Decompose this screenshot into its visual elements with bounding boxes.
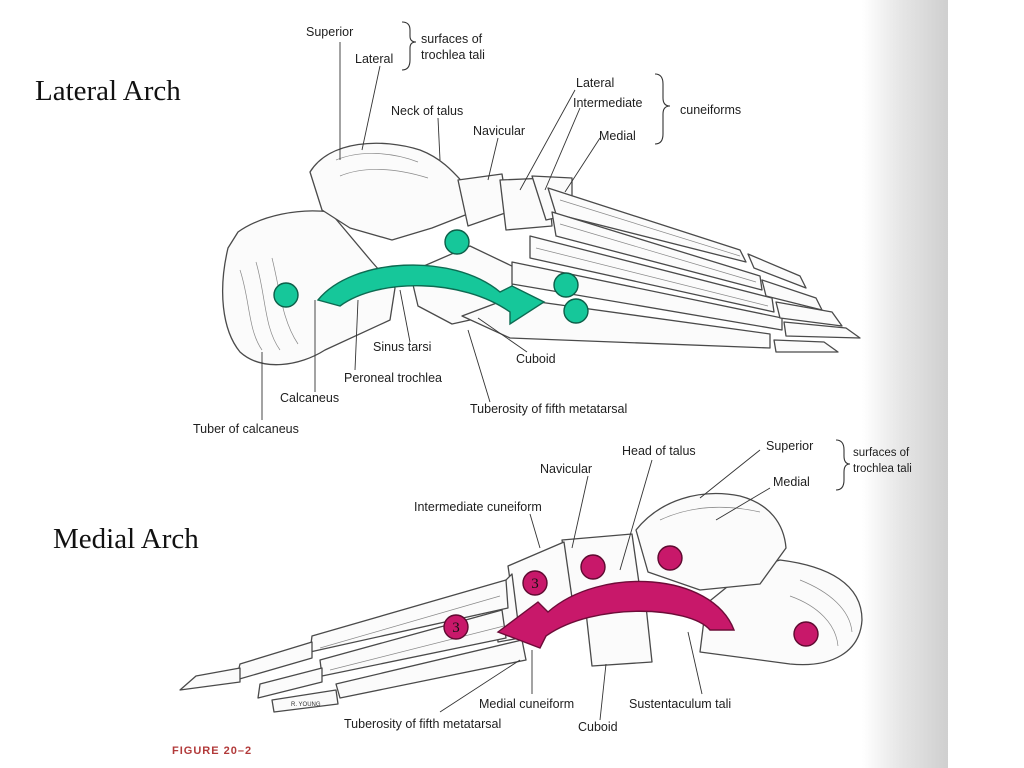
medial-marker-metatarsal [443, 614, 469, 640]
label-navicular-medial: Navicular [540, 462, 593, 476]
label-tuberosity-lateral: Tuberosity of fifth metatarsal [470, 402, 628, 416]
label-trochlea-tali-top: trochlea tali [421, 48, 485, 62]
label-head-of-talus: Head of talus [622, 444, 696, 458]
label-lateral-cuneiform: Lateral [576, 76, 615, 90]
lateral-arch-title: Lateral Arch [35, 75, 181, 107]
label-cuneiforms: cuneiforms [680, 103, 742, 117]
label-sustentaculum-tali: Sustentaculum tali [629, 697, 732, 711]
medial-marker-number-2: 3 [452, 620, 460, 636]
label-superior-lateral: Superior [306, 25, 354, 39]
label-neck-of-talus: Neck of talus [391, 104, 464, 118]
label-medial-cuneiform-top: Medial [599, 129, 636, 143]
label-navicular-lateral: Navicular [473, 124, 526, 138]
lateral-marker-talus [444, 229, 470, 255]
medial-foot-drawing [179, 492, 863, 713]
label-superior-medial: Superior [766, 439, 814, 453]
medial-brace [835, 439, 851, 491]
lateral-foot-shading [239, 153, 769, 351]
label-intermediate-cuneiform-top: Intermediate [573, 96, 643, 110]
medial-arch-title: Medial Arch [53, 523, 199, 555]
lateral-arch-arrow [316, 264, 546, 326]
artist-signature: R. YOUNG [291, 702, 321, 708]
label-trochlea-tali-bottom: trochlea tali [853, 463, 912, 475]
label-medial-surface: Medial [773, 475, 810, 489]
page-edge-shadow [862, 0, 948, 768]
lateral-marker-cuboid-bottom [563, 298, 589, 324]
medial-foot-shading [319, 506, 853, 671]
label-peroneal-trochlea: Peroneal trochlea [344, 371, 442, 385]
medial-marker-talus [657, 545, 683, 571]
label-sinus-tarsi: Sinus tarsi [373, 340, 432, 354]
figure-caption: FIGURE 20–2 [172, 745, 253, 757]
medial-leader-lines [439, 449, 771, 721]
label-surfaces-of-bottom: surfaces of [853, 447, 910, 459]
lateral-foot-drawing [221, 142, 861, 366]
label-medial-cuneiform: Medial cuneiform [479, 697, 575, 711]
medial-arch-arrow [496, 580, 736, 649]
label-calcaneus: Calcaneus [280, 391, 340, 405]
medial-marker-cuneiform [522, 570, 548, 596]
medial-marker-calcaneus [793, 621, 819, 647]
medial-arch-markers [443, 545, 819, 647]
label-surfaces-of-top: surfaces of [421, 32, 483, 46]
lateral-marker-calcaneus [273, 282, 299, 308]
lateral-braces [401, 21, 671, 145]
label-tuber-of-calcaneus: Tuber of calcaneus [193, 422, 299, 436]
label-tuberosity-medial: Tuberosity of fifth metatarsal [344, 717, 502, 731]
label-cuboid-medial: Cuboid [578, 720, 618, 734]
label-lateral-surface: Lateral [355, 52, 394, 66]
medial-marker-number-1: 3 [531, 576, 539, 592]
label-intermediate-cuneiform: Intermediate cuneiform [414, 500, 542, 514]
lateral-arch-markers [273, 229, 589, 324]
lateral-marker-cuboid-top [553, 272, 579, 298]
lateral-leader-lines [261, 42, 601, 420]
label-cuboid-lateral: Cuboid [516, 352, 556, 366]
medial-marker-navicular [580, 554, 606, 580]
